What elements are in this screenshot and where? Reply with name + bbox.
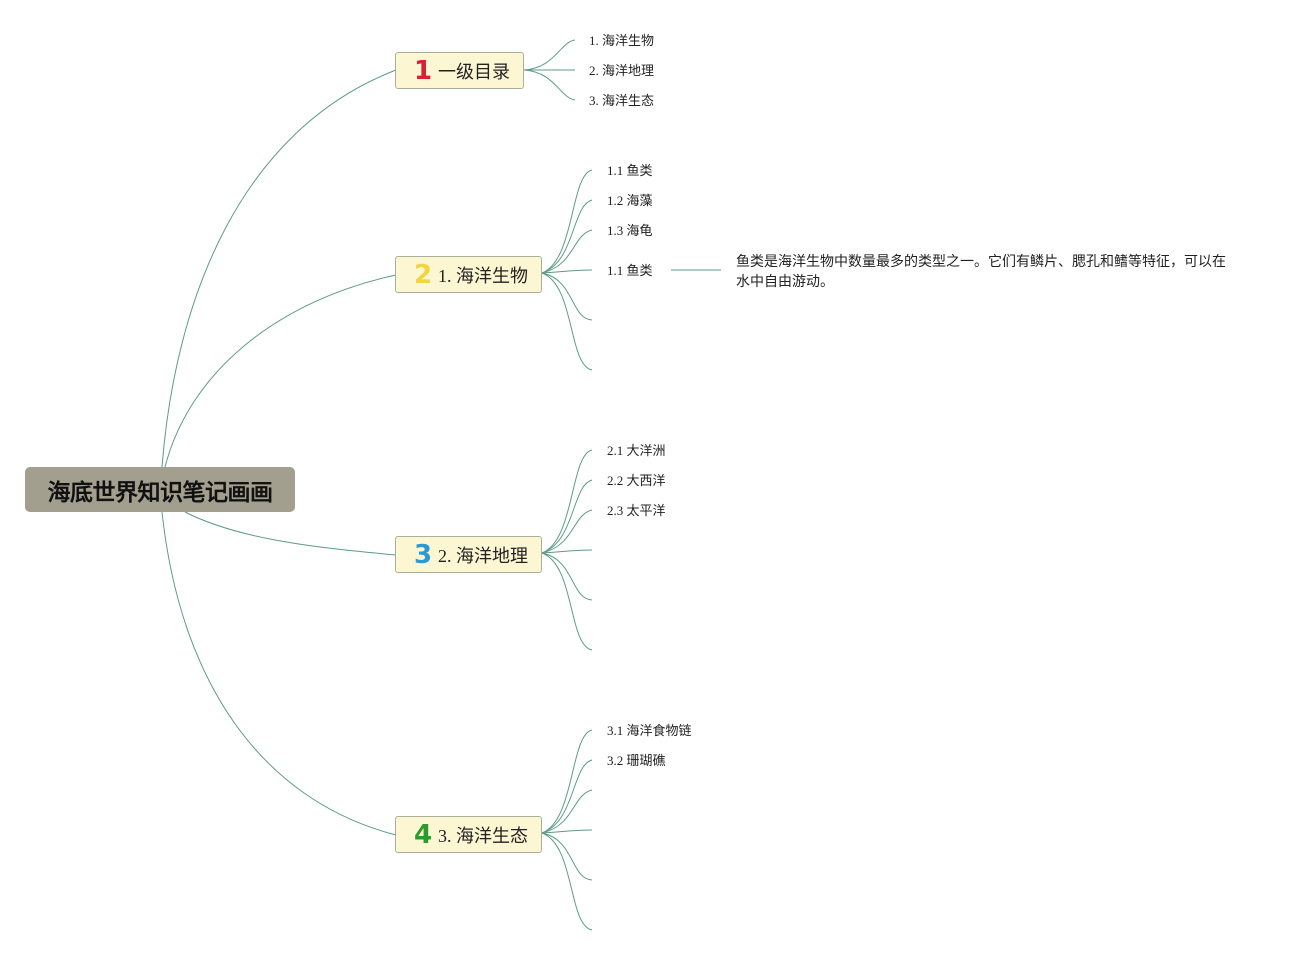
subtopic-b2-3[interactable]: 1.3 海龟 bbox=[607, 223, 653, 238]
link-root-branch-4 bbox=[161, 511, 397, 836]
branch-topic-1[interactable]: 1 一级目录 bbox=[395, 52, 524, 89]
subtopic-b2-1[interactable]: 1.1 鱼类 bbox=[607, 163, 653, 178]
link-b2-c1 bbox=[541, 169, 593, 274]
link-b3-c6 bbox=[541, 552, 593, 651]
branch-topic-3[interactable]: 3 2. 海洋地理 bbox=[395, 536, 542, 573]
link-b2-c3 bbox=[541, 229, 593, 274]
branch-topic-2[interactable]: 2 1. 海洋生物 bbox=[395, 256, 542, 293]
subtopic-b1-1[interactable]: 1. 海洋生物 bbox=[589, 33, 655, 48]
subtopic-b3-1[interactable]: 2.1 大洋洲 bbox=[607, 443, 666, 458]
subtopic-b4-1[interactable]: 3.1 海洋食物链 bbox=[607, 723, 692, 738]
link-b2-c5 bbox=[541, 272, 593, 321]
branch-topic-label: 一级目录 bbox=[438, 61, 510, 82]
number-2-icon: 2 bbox=[414, 259, 433, 290]
link-b3-c5 bbox=[541, 552, 593, 601]
link-b1-c1 bbox=[523, 39, 576, 71]
link-b3-c3 bbox=[541, 509, 593, 554]
subtopic-b1-2[interactable]: 2. 海洋地理 bbox=[589, 63, 655, 78]
link-b1-c3 bbox=[523, 69, 576, 101]
subtopic-b2-2[interactable]: 1.2 海藻 bbox=[607, 193, 653, 208]
number-4-icon: 4 bbox=[414, 819, 433, 850]
branch-topic-4[interactable]: 4 3. 海洋生态 bbox=[395, 816, 542, 853]
number-3-icon: 3 bbox=[414, 539, 433, 570]
subtopic-b4-2[interactable]: 3.2 珊瑚礁 bbox=[607, 753, 666, 768]
link-b2-c4 bbox=[541, 269, 593, 274]
link-b3-c1 bbox=[541, 449, 593, 554]
root-topic[interactable]: 海底世界知识笔记画画 bbox=[25, 467, 295, 512]
link-root-branch-1 bbox=[161, 69, 397, 468]
link-b4-c2 bbox=[541, 759, 593, 834]
link-root-branch-2 bbox=[164, 274, 397, 468]
branch-topic-label: 1. 海洋生物 bbox=[438, 265, 528, 286]
link-b2-c2 bbox=[541, 199, 593, 274]
link-b4-c1 bbox=[541, 729, 593, 834]
link-b4-c4 bbox=[541, 829, 593, 834]
link-b4-c5 bbox=[541, 832, 593, 881]
link-b3-c4 bbox=[541, 549, 593, 554]
branch-topic-label: 3. 海洋生态 bbox=[438, 825, 528, 846]
subtopic-b1-3[interactable]: 3. 海洋生态 bbox=[589, 93, 655, 108]
note-text: 鱼类是海洋生物中数量最多的类型之一。它们有鳞片、腮孔和鳍等特征，可以在水中自由游… bbox=[736, 254, 1226, 290]
link-root-branch-3 bbox=[184, 511, 397, 556]
branch-topic-label: 2. 海洋地理 bbox=[438, 545, 528, 566]
root-topic-label: 海底世界知识笔记画画 bbox=[47, 479, 274, 506]
subtopic-b2-4[interactable]: 1.1 鱼类 bbox=[607, 263, 653, 278]
link-b2-c6 bbox=[541, 272, 593, 371]
subtopic-b3-3[interactable]: 2.3 太平洋 bbox=[607, 503, 666, 518]
number-1-icon: 1 bbox=[414, 55, 433, 86]
link-b4-c3 bbox=[541, 789, 593, 834]
link-b3-c2 bbox=[541, 479, 593, 554]
link-b4-c6 bbox=[541, 832, 593, 931]
subtopic-b3-2[interactable]: 2.2 大西洋 bbox=[607, 473, 666, 488]
